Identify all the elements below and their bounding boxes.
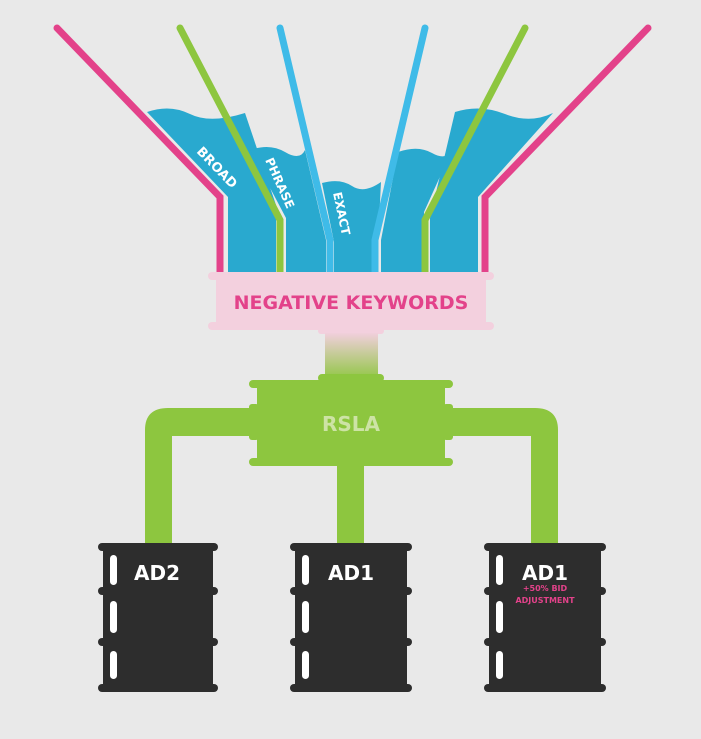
barrel-ad1-bid-adjustment: AD1 +50% BID ADJUSTMENT [484,543,606,692]
distribution-pipes [145,408,558,546]
barrel-title: AD1 [328,561,374,585]
filter-pipe [325,333,378,381]
rsla-label: RSLA [322,412,381,436]
negative-keywords-filter: NEGATIVE KEYWORDS [208,272,494,334]
bid-adjustment-note: +50% BID [523,584,568,593]
broad-lines [53,24,652,276]
barrel-title: AD1 [522,561,568,585]
barrel-title: AD2 [134,561,180,585]
barrel-ad2: AD2 [98,543,218,692]
negative-keywords-label: NEGATIVE KEYWORDS [234,292,469,314]
exact-lines [276,24,429,276]
bid-adjustment-note: ADJUSTMENT [515,596,575,605]
barrel-ad1: AD1 [290,543,412,692]
rsla-hub: RSLA [249,374,453,466]
phrase-lines [176,24,529,276]
